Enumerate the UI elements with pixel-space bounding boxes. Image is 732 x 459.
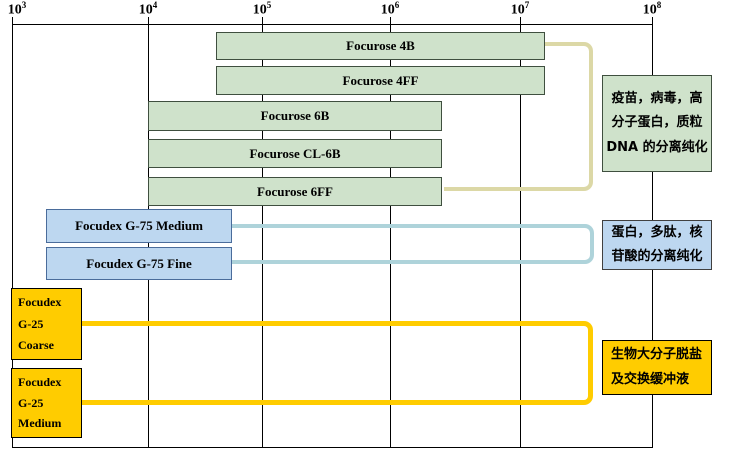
bar-label-line: G-25	[18, 395, 44, 410]
tick-exp: 5	[266, 0, 272, 10]
gridline-10e7	[520, 24, 521, 447]
bar-focudex-g75-fine: Focudex G-75 Fine	[46, 247, 232, 280]
annotation-line: 分子蛋白，质粒	[611, 115, 703, 131]
tick-base: 10	[510, 2, 525, 18]
bar-label: Focudex G-75 Fine	[86, 255, 192, 271]
tick-base: 10	[642, 2, 657, 18]
bar-focudex-g75-medium: Focudex G-75 Medium	[46, 209, 232, 243]
tick-label-10e8: 108	[643, 0, 662, 19]
tick-exp: 3	[21, 0, 27, 10]
bar-focurose-4b: Focurose 4B	[216, 32, 545, 60]
tick-label-10e5: 105	[253, 0, 272, 19]
tick-exp: 4	[152, 0, 158, 10]
tick-exp: 8	[656, 0, 662, 10]
bar-label-line: Focudex	[18, 374, 62, 389]
annotation-line: 生物大分子脱盐	[611, 347, 703, 363]
tick-base: 10	[252, 2, 267, 18]
bar-focudex-g25-medium: Focudex G-25 Medium	[11, 368, 82, 438]
bar-focurose-4ff: Focurose 4FF	[216, 66, 545, 95]
bar-label: Focurose 6FF	[257, 183, 333, 199]
bar-label: Focurose 4B	[346, 38, 415, 53]
tick-exp: 6	[394, 0, 400, 10]
bar-label: Focurose CL-6B	[249, 145, 341, 161]
tick-10e8	[652, 17, 653, 24]
annotation-focurose-application: 疫苗，病毒，高 分子蛋白，质粒 DNA 的分离纯化	[602, 75, 712, 172]
tick-10e6	[390, 17, 391, 24]
annotation-line: 蛋白，多肽，核	[611, 224, 703, 240]
annotation-line: 疫苗，病毒，高	[611, 91, 703, 107]
tick-label-10e3: 103	[8, 0, 27, 19]
tick-10e5	[262, 17, 263, 24]
chart-bottom-border	[12, 447, 653, 448]
gridline-10e5	[262, 24, 263, 447]
gridline-10e6	[390, 24, 391, 447]
tick-base: 10	[138, 2, 153, 18]
bar-focurose-6b: Focurose 6B	[148, 101, 442, 131]
bar-focurose-6ff: Focurose 6FF	[148, 177, 442, 206]
bar-label-line: G-25	[18, 316, 44, 331]
bar-label-line: Focudex	[18, 295, 62, 310]
bar-label: Focurose 4FF	[342, 72, 419, 88]
annotation-line: 及交换缓冲液	[611, 371, 690, 387]
bracket-g75-group	[232, 224, 594, 264]
gridline-10e3	[12, 24, 13, 447]
bar-label-line: Medium	[18, 416, 62, 431]
tick-10e3	[12, 17, 13, 24]
x-axis-line	[12, 24, 653, 25]
annotation-g75-application: 蛋白，多肽，核 苷酸的分离纯化	[602, 220, 712, 270]
bar-focudex-g25-coarse: Focudex G-25 Coarse	[11, 288, 82, 360]
annotation-g25-application: 生物大分子脱盐 及交换缓冲液	[602, 340, 712, 395]
annotation-line: 苷酸的分离纯化	[611, 249, 703, 264]
tick-base: 10	[7, 2, 22, 18]
tick-label-10e6: 106	[381, 0, 400, 19]
tick-10e4	[148, 17, 149, 24]
bar-label-line: Coarse	[18, 337, 54, 352]
bar-label: Focurose 6B	[260, 108, 330, 123]
tick-label-10e7: 107	[511, 0, 530, 19]
bracket-g25-group	[82, 321, 593, 405]
tick-base: 10	[380, 2, 395, 18]
bracket-focurose-group	[444, 42, 593, 191]
tick-exp: 7	[524, 0, 530, 10]
tick-label-10e4: 104	[139, 0, 158, 19]
annotation-line: DNA 的分离纯化	[606, 139, 708, 155]
bar-label: Focudex G-75 Medium	[75, 218, 203, 233]
bar-focurose-cl-6b: Focurose CL-6B	[148, 139, 442, 168]
tick-10e7	[520, 17, 521, 24]
